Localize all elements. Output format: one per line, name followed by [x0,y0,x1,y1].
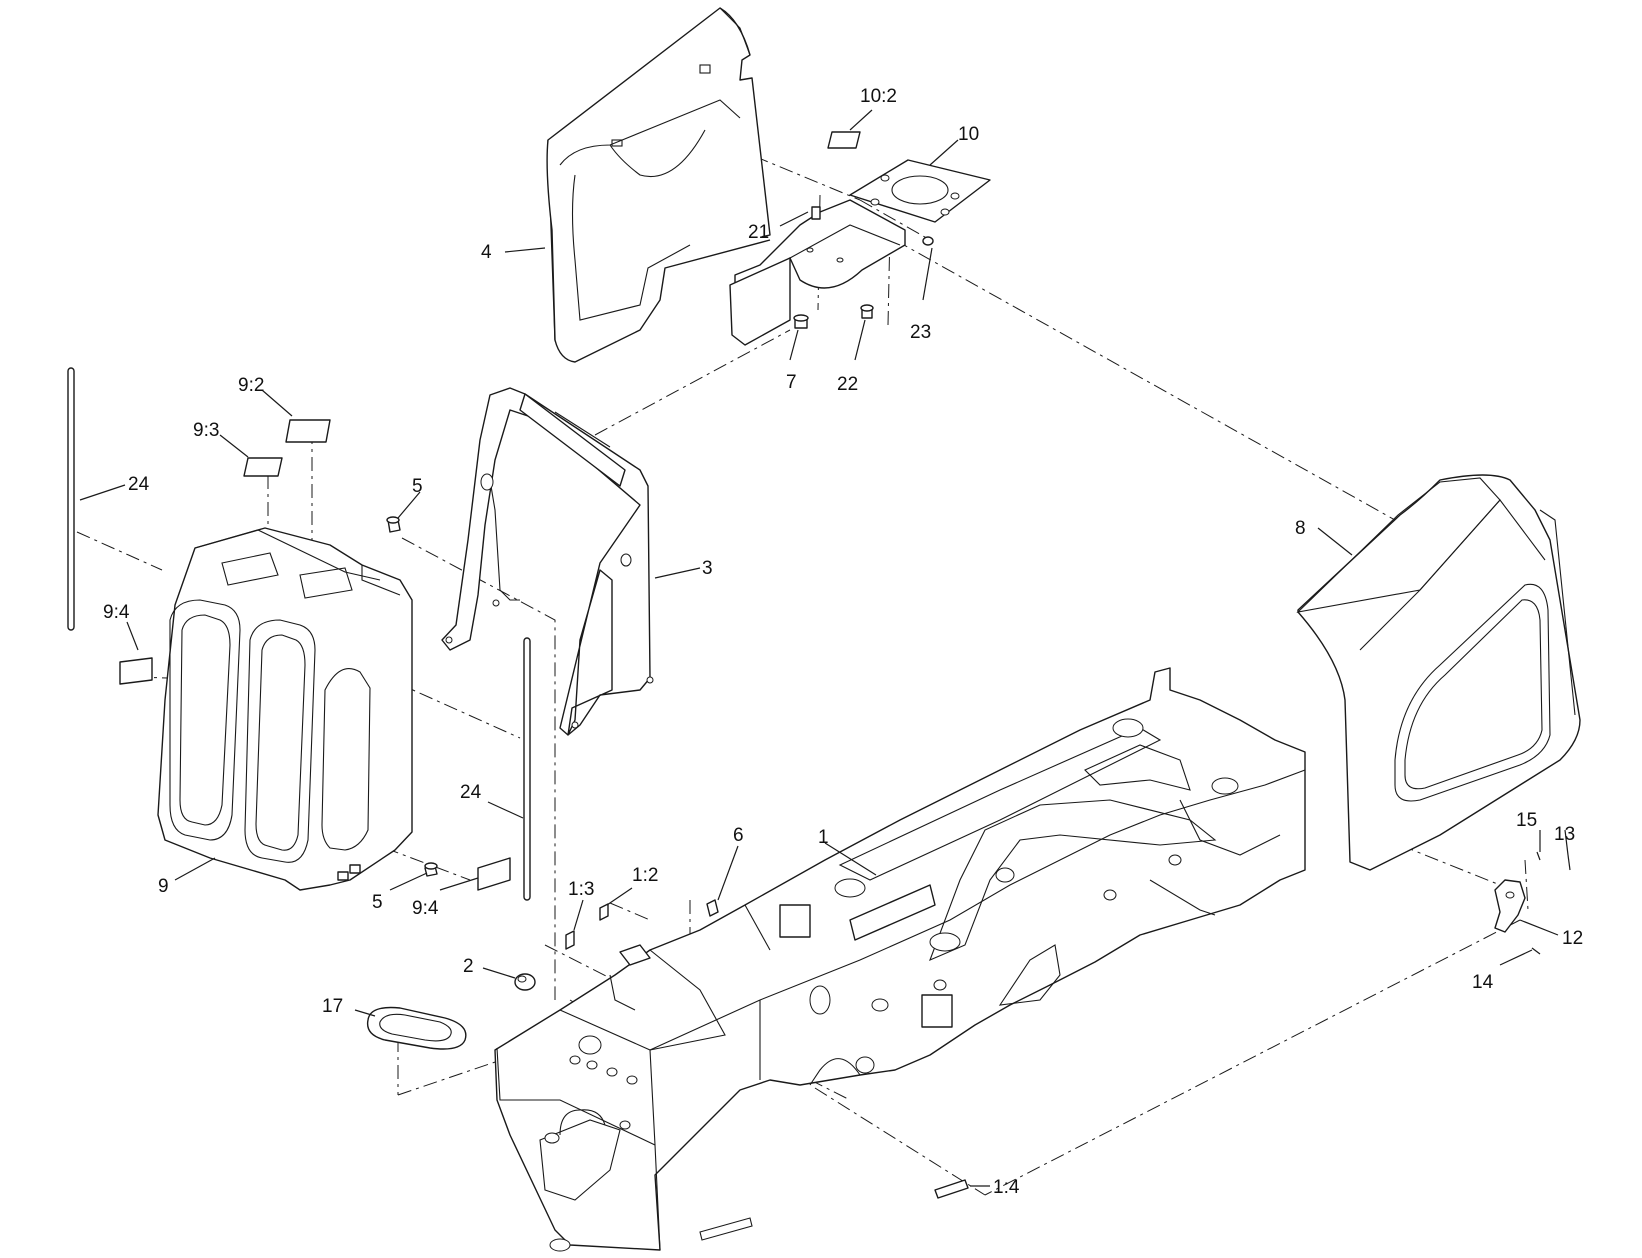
hardware-23 [922,236,934,246]
callout-10: 10 [958,124,979,145]
callout-1-4: 1:4 [993,1177,1020,1198]
callout-1: 1 [818,827,829,848]
hardware-22 [860,304,874,319]
callout-9-4-right: 9:4 [412,898,439,919]
callout-2: 2 [463,956,474,977]
part-9-front-cover [157,527,413,891]
callout-13: 13 [1554,824,1575,845]
callout-1-2: 1:2 [632,865,658,886]
part-4-upper-shroud [546,7,771,363]
callout-24-middle: 24 [460,782,482,803]
part-8-rear-cover [1296,474,1581,871]
callout-9: 9 [158,876,169,897]
hardware-21 [811,206,821,220]
hardware-7 [793,314,809,329]
callout-6: 6 [733,825,744,846]
callout-labels: 10:2 10 21 4 23 7 22 9:2 9:3 24 5 3 8 9:… [103,86,1583,1198]
callout-4: 4 [481,242,492,263]
part-1-4-decal [934,1179,969,1199]
callout-1-3: 1:3 [568,879,594,900]
part-3-upright-frame [441,387,654,736]
callout-3: 3 [702,558,713,579]
hardware-15-pin [1536,851,1541,861]
callout-12: 12 [1562,928,1583,949]
callout-21: 21 [748,222,769,243]
hardware-5-upper [386,516,401,533]
callout-9-4-left: 9:4 [103,602,130,623]
callout-9-3: 9:3 [193,420,219,441]
callout-9-2: 9:2 [238,375,264,396]
part-9-4-decal-left [119,657,153,685]
callout-8: 8 [1295,518,1306,539]
part-1-chassis-frame [494,667,1306,1252]
callout-23: 23 [910,322,931,343]
hardware-5-lower [424,862,438,877]
hardware-6-bushing [706,899,719,917]
part-1-2-decal [599,903,609,921]
part-17-grommet [366,1006,467,1050]
callout-5-lower: 5 [372,892,383,913]
leader-lines [79,109,1569,1187]
part-24-strip-middle [523,637,531,901]
callout-14: 14 [1472,972,1494,993]
part-1-3-decal [565,930,575,950]
hardware-2-nut [514,973,536,991]
callout-17: 17 [322,996,343,1017]
hardware-14-pin [1531,947,1541,955]
callout-5-upper: 5 [412,476,423,497]
callout-7: 7 [786,372,797,393]
part-9-3-decal [243,457,283,477]
part-9-2-decal [285,419,331,443]
callout-22: 22 [837,374,858,395]
part-24-strip-left [67,367,75,631]
hardware-13-pin [1567,854,1571,871]
callout-24-upper: 24 [128,474,150,495]
callout-15: 15 [1516,810,1537,831]
part-10-2-decal [827,131,861,149]
part-10-mount-bracket [729,159,991,346]
callout-10-2: 10:2 [860,86,897,107]
part-12-latch [1494,879,1526,933]
part-9-4-decal-right [477,857,511,891]
